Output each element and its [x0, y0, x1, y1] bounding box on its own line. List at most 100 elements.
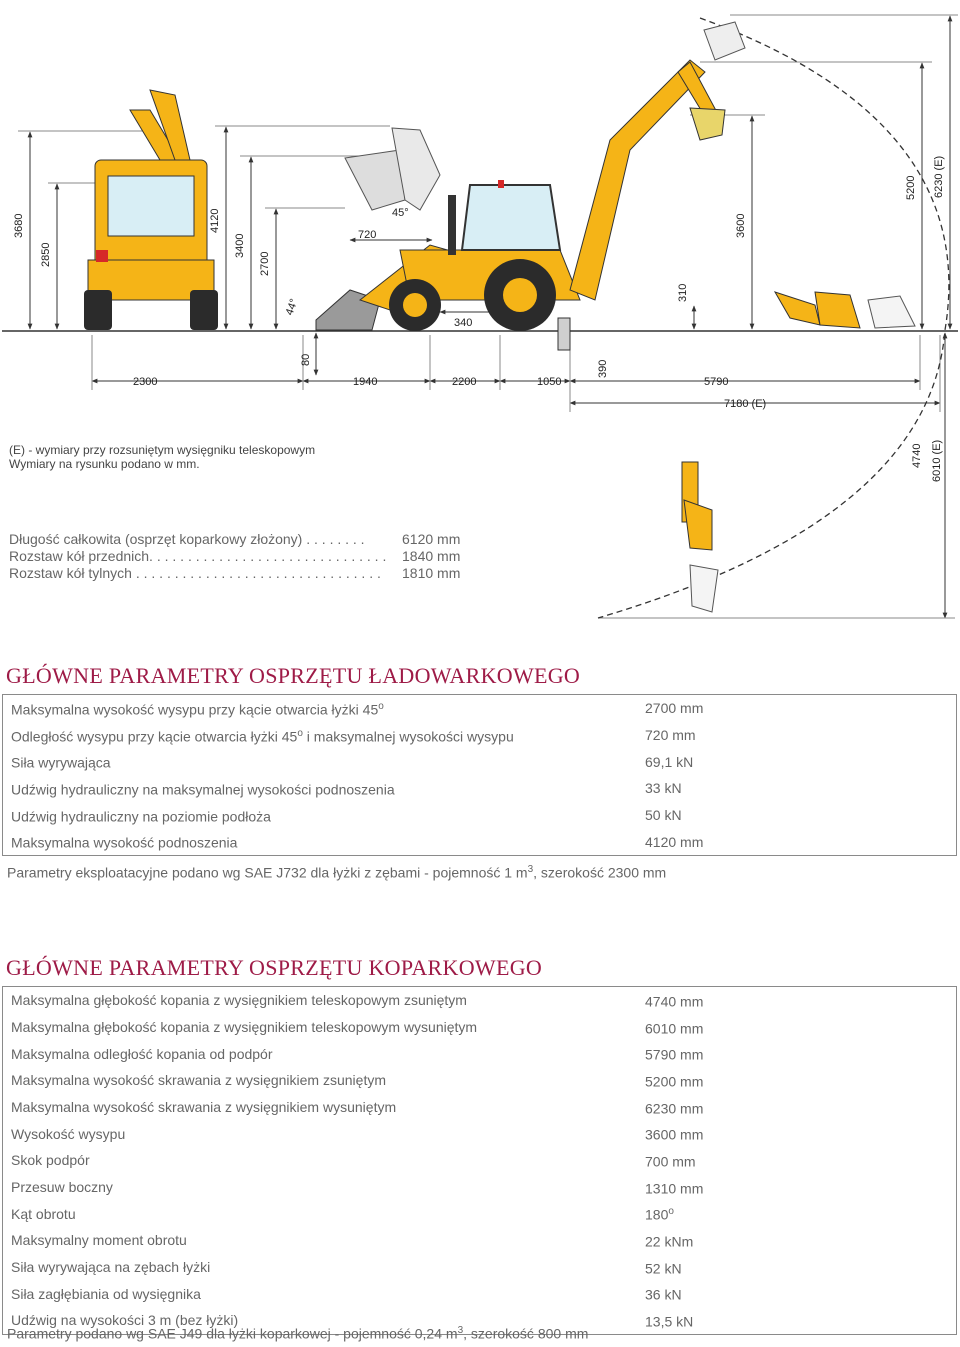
- dim-2300: 2300: [133, 376, 157, 388]
- dim-720: 720: [358, 229, 376, 241]
- table-row: Maksymalna wysokość wysypu przy kącie ot…: [2, 693, 957, 722]
- param-label: Maksymalna wysokość wysypu przy kącie ot…: [2, 693, 639, 722]
- param-value: 22 kNm: [639, 1226, 957, 1254]
- param-value: 36 kN: [639, 1280, 957, 1307]
- param-value: 2700 mm: [639, 693, 957, 722]
- param-label: Maksymalny moment obrotu: [2, 1226, 639, 1254]
- param-label: Wysokość wysypu: [2, 1120, 639, 1147]
- note-line-2: Wymiary na rysunku podano w mm.: [9, 457, 200, 471]
- overall-dimensions: Długość całkowita (osprzęt koparkowy zło…: [9, 531, 482, 582]
- param-label: Udźwig na wysokości 3 m (bez łyżki): [2, 1306, 639, 1335]
- dim-7180e: 7180 (E): [724, 398, 766, 410]
- param-label: Maksymalna odległość kopania od podpór: [2, 1040, 639, 1067]
- loader-footnote: Parametry eksploatacyjne podano wg SAE J…: [7, 864, 667, 881]
- dim-6010e: 6010 (E): [931, 440, 943, 482]
- dimension-value: 6120 mm: [402, 531, 461, 547]
- reach-arc: [597, 17, 950, 619]
- side-view-machine: [315, 21, 746, 351]
- dimension-value: 1810 mm: [402, 565, 461, 581]
- table-row: Maksymalna wysokość skrawania z wysięgni…: [2, 1093, 957, 1121]
- dim-80: 80: [300, 354, 312, 366]
- param-label: Maksymalna głębokość kopania z wysięgnik…: [2, 1013, 639, 1041]
- dimension-row: Rozstaw kół tylnych . . . . . . . . . . …: [9, 565, 482, 582]
- param-value: 4740 mm: [639, 985, 957, 1014]
- dim-1940: 1940: [353, 376, 377, 388]
- dimension-row: Rozstaw kół przednich. . . . . . . . . .…: [9, 548, 482, 565]
- param-value: 3600 mm: [639, 1120, 957, 1147]
- table-row: Udźwig hydrauliczny na poziomie podłoża …: [2, 801, 957, 829]
- front-view-machine: [84, 89, 218, 330]
- param-value: 1310 mm: [639, 1173, 957, 1201]
- param-label: Skok podpór: [2, 1146, 639, 1174]
- param-value: 720 mm: [639, 721, 957, 749]
- dim-1050: 1050: [537, 376, 561, 388]
- dim-3400: 3400: [234, 234, 246, 258]
- param-label: Siła zagłębiania od wysięgnika: [2, 1280, 639, 1307]
- param-label: Siła wyrywająca na zębach łyżki: [2, 1253, 639, 1281]
- param-value: 50 kN: [639, 801, 957, 829]
- dim-2850: 2850: [40, 243, 52, 267]
- param-value: 33 kN: [639, 774, 957, 802]
- dimension-label: Długość całkowita (osprzęt koparkowy zło…: [9, 531, 365, 547]
- table-row: Maksymalna głębokość kopania z wysięgnik…: [2, 985, 957, 1014]
- dim-390: 390: [597, 360, 609, 378]
- param-value: 6230 mm: [639, 1093, 957, 1121]
- param-label: Maksymalna wysokość podnoszenia: [2, 828, 639, 856]
- param-label: Udźwig hydrauliczny na poziomie podłoża: [2, 801, 639, 829]
- param-label: Kąt obrotu: [2, 1200, 639, 1227]
- param-label: Maksymalna głębokość kopania z wysięgnik…: [2, 985, 639, 1014]
- loader-bucket-raised: [344, 127, 441, 211]
- note-line-1: (E) - wymiary przy rozsuniętym wysięgnik…: [9, 443, 316, 457]
- dimension-label: Rozstaw kół tylnych . . . . . . . . . . …: [9, 565, 381, 581]
- table-row: Siła wyrywająca 69,1 kN: [2, 748, 957, 775]
- diagram-note: (E) - wymiary przy rozsuniętym wysięgnik…: [9, 443, 315, 471]
- dim-4120: 4120: [209, 209, 221, 233]
- dim-2700: 2700: [259, 252, 271, 276]
- dim-6230e: 6230 (E): [933, 156, 945, 198]
- param-value: 180o: [639, 1200, 957, 1227]
- loader-params-table: Maksymalna wysokość wysypu przy kącie ot…: [2, 693, 957, 856]
- machine-dimension-diagram: 3680 2850 4120 3400 2700 3600 5200 6230 …: [2, 14, 958, 619]
- dim-5790: 5790: [704, 376, 728, 388]
- param-value: 52 kN: [639, 1253, 957, 1281]
- param-label: Udźwig hydrauliczny na maksymalnej wysok…: [2, 774, 639, 802]
- param-label: Przesuw boczny: [2, 1173, 639, 1201]
- param-value: 700 mm: [639, 1146, 957, 1174]
- angle-45: 45°: [392, 207, 409, 219]
- dimension-value: 1840 mm: [402, 548, 461, 564]
- dim-310: 310: [677, 284, 689, 302]
- dim-2200: 2200: [452, 376, 476, 388]
- param-value: 5200 mm: [639, 1066, 957, 1094]
- table-row: Odległość wysypu przy kącie otwarcia łyż…: [2, 721, 957, 749]
- dim-5200: 5200: [905, 176, 917, 200]
- backhoe-dig-depth: [681, 461, 719, 613]
- dimension-label: Rozstaw kół przednich. . . . . . . . . .…: [9, 548, 387, 564]
- param-label: Siła wyrywająca: [2, 748, 639, 775]
- dim-4740: 4740: [911, 444, 923, 468]
- table-row: Maksymalna wysokość skrawania z wysięgni…: [2, 1066, 957, 1094]
- table-row: Maksymalna wysokość podnoszenia 4120 mm: [2, 828, 957, 856]
- param-label: Maksymalna wysokość skrawania z wysięgni…: [2, 1066, 639, 1094]
- table-row: Udźwig na wysokości 3 m (bez łyżki)13,5 …: [2, 1306, 957, 1335]
- dim-3680: 3680: [13, 214, 25, 238]
- backhoe-footnote: Parametry podano wg SAE J49 dla łyżki ko…: [7, 1325, 589, 1342]
- loader-section-title: GŁÓWNE PARAMETRY OSPRZĘTU ŁADOWARKOWEGO: [6, 663, 581, 688]
- param-label: Maksymalna wysokość skrawania z wysięgni…: [2, 1093, 639, 1121]
- param-value: 6010 mm: [639, 1013, 957, 1041]
- dim-3600: 3600: [735, 214, 747, 238]
- param-value: 13,5 kN: [639, 1306, 957, 1335]
- backhoe-params-table: Maksymalna głębokość kopania z wysięgnik…: [2, 985, 957, 1335]
- param-value: 69,1 kN: [639, 748, 957, 775]
- param-value: 4120 mm: [639, 828, 957, 856]
- table-row: Udźwig hydrauliczny na maksymalnej wysok…: [2, 774, 957, 802]
- dim-340: 340: [454, 317, 472, 329]
- backhoe-section-title: GŁÓWNE PARAMETRY OSPRZĘTU KOPARKOWEGO: [6, 955, 543, 980]
